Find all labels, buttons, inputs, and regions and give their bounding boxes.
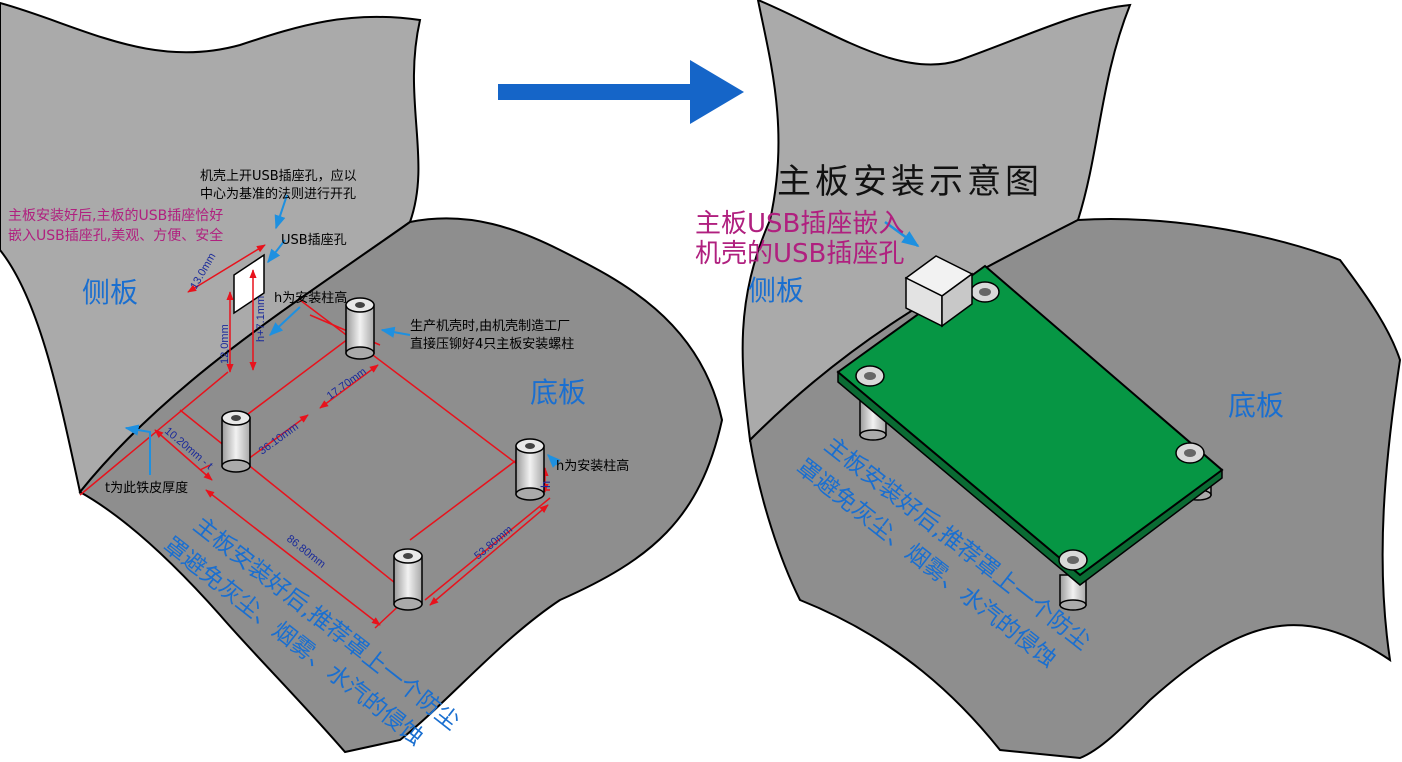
right-title: 主板安装示意图 (777, 162, 1043, 202)
left-standoff-2 (221, 410, 251, 473)
usb-hole-note-line-2: 中心为基准的法则进行开孔 (200, 186, 356, 202)
magenta-note-line-2: 嵌入USB插座孔,美观、方便、安全 (8, 227, 223, 244)
dim-12mm: 12.0mm (219, 324, 231, 364)
right-side-panel-label: 侧板 (748, 274, 804, 307)
h-height-label-right: h为安装柱高 (556, 458, 629, 474)
usb-hole-label: USB插座孔 (281, 233, 347, 248)
usb-connector (904, 255, 974, 328)
thickness-note: t为此铁皮厚度 (105, 480, 188, 496)
standoff-note-line-1: 生产机壳时,由机壳制造工厂 (410, 319, 570, 334)
h-height-label-top: h为安装柱高 (274, 290, 347, 306)
standoff-note-line-2: 直接压铆好4只主板安装螺柱 (410, 336, 574, 352)
left-standoff-4 (393, 548, 423, 611)
right-usb-note-line-1: 主板USB插座嵌入 (695, 209, 904, 239)
left-illustration: 侧板 底板 主板安装好后,主板的USB插座恰好 嵌入USB插座孔,美观、方便、安… (0, 1, 724, 754)
board-hole-front (1058, 549, 1088, 571)
board-hole-left (855, 365, 885, 387)
transition-arrow (498, 60, 744, 124)
board-hole-right (1175, 442, 1205, 464)
usb-hole-note-line-1: 机壳上开USB插座孔，应以 (200, 168, 357, 184)
right-floor-label: 底板 (1228, 389, 1284, 422)
board-hole-top (970, 281, 1000, 303)
left-floor-label: 底板 (530, 376, 586, 409)
right-usb-note-line-2: 机壳的USB插座孔 (695, 239, 904, 269)
left-side-panel-label: 侧板 (82, 276, 138, 309)
left-standoff-1 (345, 297, 375, 360)
dim-h71mm: h+7.1mm (255, 296, 267, 342)
left-standoff-3 (515, 438, 545, 501)
magenta-note-line-1: 主板安装好后,主板的USB插座恰好 (8, 208, 223, 224)
right-illustration: 主板安装示意图 主板USB插座嵌入 机壳的USB插座孔 侧板 底板 主板安装好后… (695, 0, 1402, 760)
dim-h: h (538, 481, 553, 488)
